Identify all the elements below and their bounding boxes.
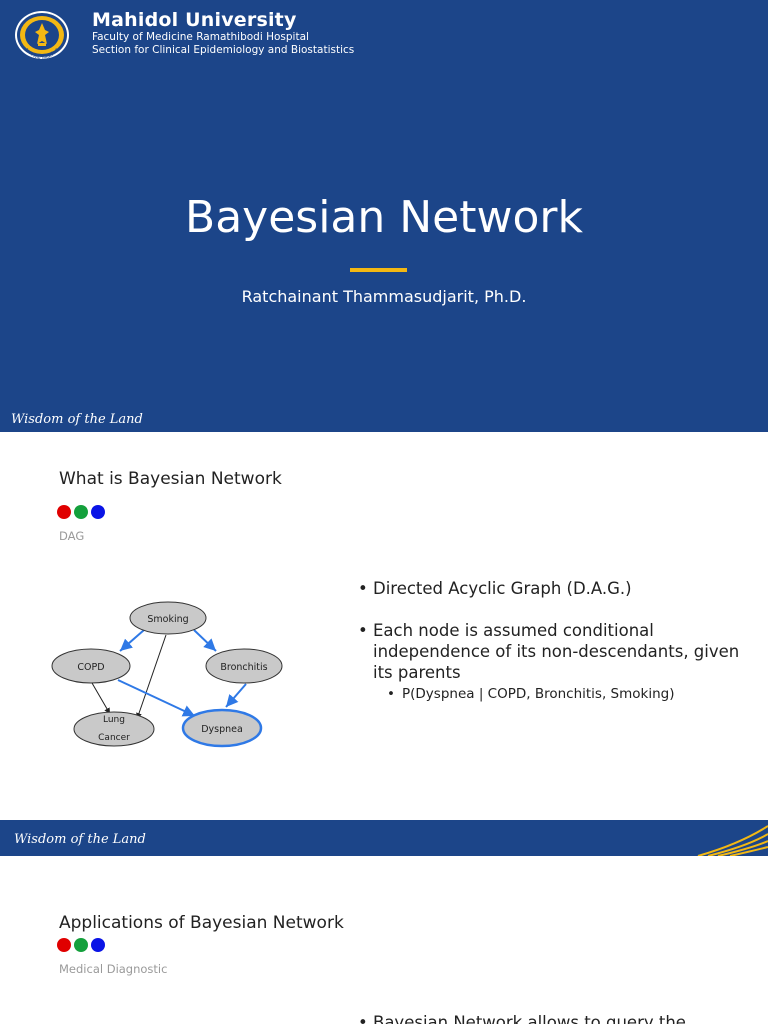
content-slide-applications: Applications of Bayesian Network Medical… (0, 856, 768, 1024)
bullet-item: Directed Acyclic Graph (D.A.G.) (358, 578, 758, 599)
node-copd: COPD (51, 648, 131, 684)
color-dots (57, 505, 105, 519)
band-graphics: Wisdom of the Land (14, 825, 768, 856)
green-dot (74, 938, 88, 952)
bullet-text: Each node is assumed conditional indepen… (373, 621, 740, 682)
faculty-name: Faculty of Medicine Ramathibodi Hospital (92, 31, 309, 43)
sub-bullet-item: P(Dyspnea | COPD, Bronchitis, Smoking) (387, 685, 758, 703)
svg-text:Wisdom of the Land: Wisdom of the Land (11, 412, 143, 427)
edge-copd-dyspnea (117, 679, 196, 717)
node-lung-cancer: Lung Cancer (73, 711, 155, 747)
gold-swoosh-decoration (697, 825, 768, 856)
node-dyspnea: Dyspnea (181, 708, 263, 748)
slide-title: Applications of Bayesian Network (59, 913, 344, 933)
slide-subtitle: Medical Diagnostic (59, 962, 168, 976)
author-name: Ratchainant Thammasudjarit, Ph.D. (241, 287, 527, 306)
dag-diagram: Smoking COPD Bronchitis Lung Cancer Dysp… (51, 601, 283, 748)
edge-copd-lung (91, 682, 111, 715)
edge-smoking-lung (136, 634, 167, 720)
node-smoking: Smoking (129, 601, 207, 635)
red-dot (57, 938, 71, 952)
bullet-list: Directed Acyclic Graph (D.A.G.) Each nod… (358, 578, 758, 703)
bullet-item: Each node is assumed conditional indepen… (358, 620, 758, 703)
content-slide-dag: What is Bayesian Network DAG Smoking (0, 432, 768, 820)
presentation-title: Bayesian Network (185, 192, 583, 243)
bullet-list: Bayesian Network allows to query the (358, 1012, 768, 1024)
svg-text:Smoking: Smoking (147, 614, 188, 625)
band-signature: Wisdom of the Land (14, 832, 146, 847)
node-bronchitis: Bronchitis (205, 648, 283, 684)
blue-dot (91, 938, 105, 952)
slide-subtitle: DAG (59, 529, 85, 543)
color-dots (57, 938, 105, 952)
section-name: Section for Clinical Epidemiology and Bi… (92, 44, 355, 56)
edge-bronchitis-dyspnea (225, 683, 247, 708)
svg-text:Bronchitis: Bronchitis (220, 662, 267, 673)
wisdom-of-the-land-signature: Wisdom of the Land (11, 412, 143, 427)
svg-text:Cancer: Cancer (98, 733, 130, 743)
bullet-item: Bayesian Network allows to query the (358, 1012, 768, 1024)
svg-text:Lung: Lung (103, 715, 125, 725)
red-dot (57, 505, 71, 519)
edge-smoking-copd (119, 629, 145, 652)
footer-band: Wisdom of the Land (0, 820, 768, 856)
slide-title: What is Bayesian Network (59, 469, 282, 489)
title-underline-rule (350, 268, 407, 272)
blue-dot (91, 505, 105, 519)
svg-text:COPD: COPD (77, 662, 104, 673)
green-dot (74, 505, 88, 519)
university-name: Mahidol University (92, 9, 297, 31)
title-slide: มหาวิทยาลัยมหิดล Mahidol University Facu… (0, 0, 768, 432)
edge-smoking-bronchitis (193, 629, 217, 652)
university-seal-logo: มหาวิทยาลัยมหิดล (15, 11, 69, 60)
svg-text:Dyspnea: Dyspnea (201, 724, 243, 735)
